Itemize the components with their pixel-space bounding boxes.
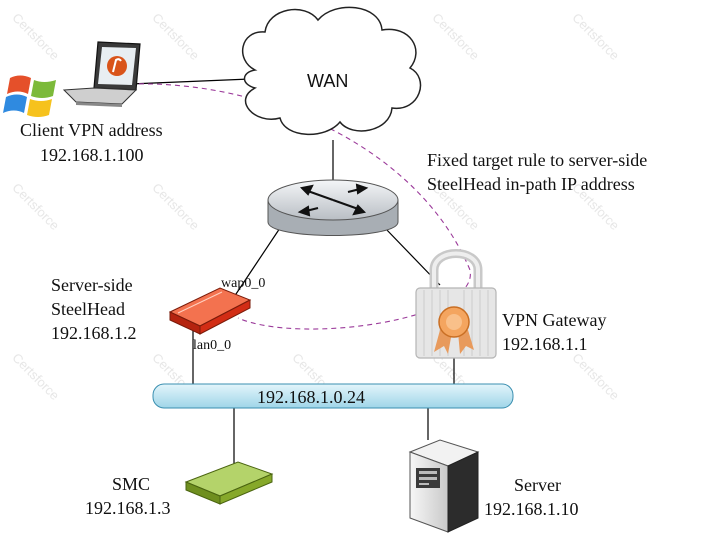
- steelhead-label-line1: Server-side: [51, 275, 133, 295]
- smc-label-line1: SMC: [112, 474, 151, 494]
- smc-label-line2: 192.168.1.3: [85, 498, 171, 518]
- server-label-line2: 192.168.1.10: [484, 499, 579, 519]
- wan-label: WAN: [307, 71, 349, 91]
- fixed-target-rule-line2: SteelHead in-path IP address: [427, 174, 635, 194]
- wan-cloud-icon: [241, 6, 422, 135]
- server-label-line1: Server: [514, 475, 561, 495]
- wan0-interface-label: wap0_0: [221, 276, 266, 291]
- windows-logo-icon: [3, 75, 56, 117]
- lan0-interface-label: lan0_0: [193, 338, 232, 353]
- vpn-gateway-label-line1: VPN Gateway: [502, 310, 607, 330]
- vpn-gateway-lock-icon: [415, 249, 497, 359]
- lan-subnet-label: 192.168.1.0.24: [257, 387, 365, 407]
- link-laptop-wan: [129, 78, 251, 85]
- steelhead-label-line3: 192.168.1.2: [51, 323, 137, 343]
- router-icon: [267, 179, 399, 236]
- steelhead-label-line2: SteelHead: [51, 299, 125, 319]
- client-vpn-label-line1: Client VPN address: [20, 120, 163, 140]
- vpn-tunnel-path: [129, 83, 471, 330]
- links: [129, 78, 455, 465]
- link-router-steelhead: [231, 224, 283, 301]
- lan-segment-bar: [152, 383, 514, 409]
- client-vpn-label-line2: 192.168.1.100: [40, 145, 144, 165]
- fixed-target-rule-line1: Fixed target rule to server-side: [427, 150, 648, 170]
- server-tower-icon: [408, 439, 480, 533]
- smc-appliance-icon: [184, 461, 274, 505]
- steelhead-appliance-icon: [168, 287, 252, 335]
- vpn-gateway-label-line2: 192.168.1.1: [502, 334, 588, 354]
- laptop-icon: [62, 41, 141, 107]
